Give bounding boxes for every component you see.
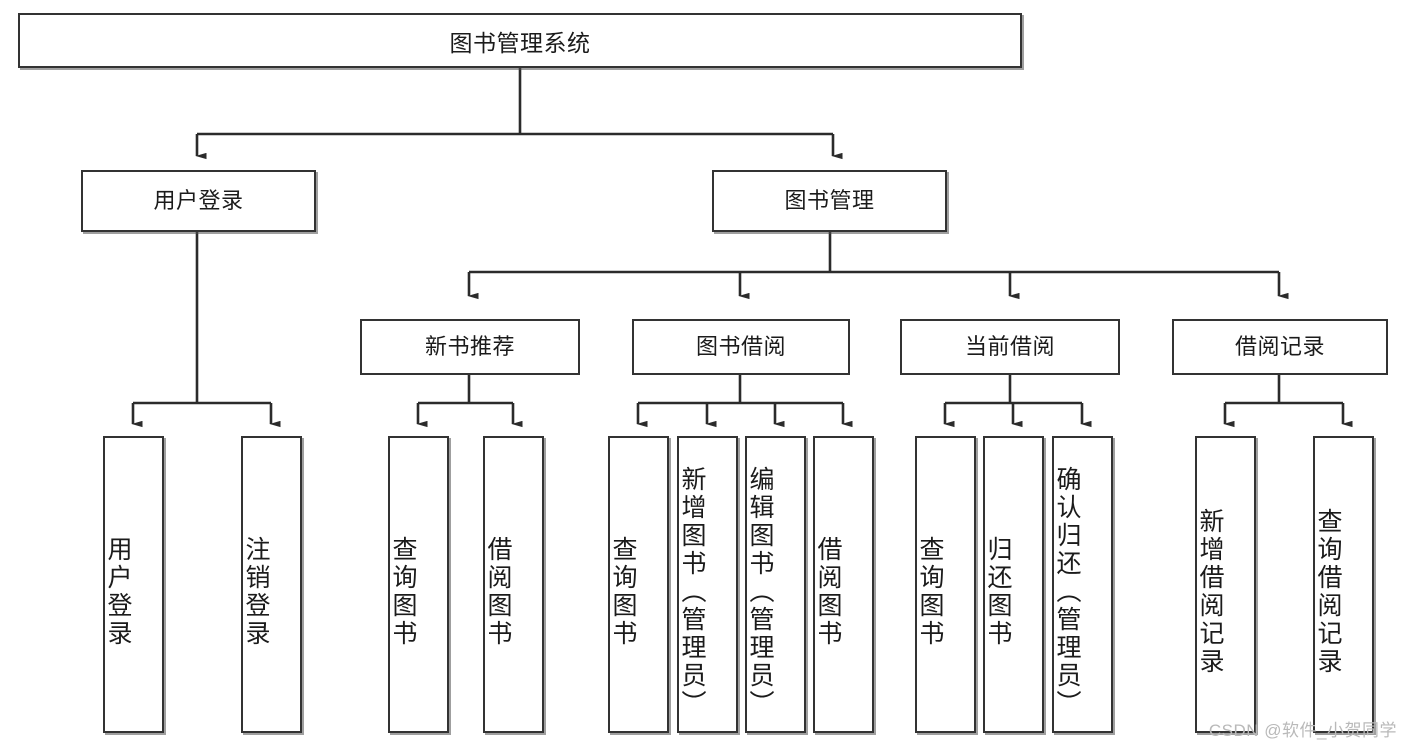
node-label: 用户登录 bbox=[153, 187, 244, 213]
node-borrow-record[interactable]: 借阅记录 bbox=[1172, 319, 1388, 375]
node-leaf-logout[interactable]: 注销登录 bbox=[241, 436, 302, 733]
node-book-management[interactable]: 图书管理 bbox=[712, 170, 947, 232]
node-label: 编辑图书（管理员） bbox=[746, 465, 774, 718]
node-new-book-recommend[interactable]: 新书推荐 bbox=[360, 319, 580, 375]
node-label: 用户登录 bbox=[104, 535, 132, 648]
node-label: 图书管理 bbox=[784, 187, 875, 213]
node-label: 归还图书 bbox=[984, 535, 1012, 648]
node-book-borrow[interactable]: 图书借阅 bbox=[632, 319, 850, 375]
node-leaf-add-book[interactable]: 新增图书（管理员） bbox=[677, 436, 738, 733]
node-leaf-borrow-book[interactable]: 借阅图书 bbox=[813, 436, 874, 733]
node-label: 新增借阅记录 bbox=[1196, 507, 1224, 676]
node-label: 新增图书（管理员） bbox=[678, 465, 706, 718]
node-leaf-add-borrow-record[interactable]: 新增借阅记录 bbox=[1195, 436, 1256, 733]
node-leaf-query-book-current[interactable]: 查询图书 bbox=[915, 436, 976, 733]
node-label: 图书管理系统 bbox=[449, 29, 591, 56]
node-label: 新书推荐 bbox=[424, 333, 515, 359]
node-leaf-query-borrow-record[interactable]: 查询借阅记录 bbox=[1313, 436, 1374, 733]
node-label: 查询图书 bbox=[916, 535, 944, 648]
node-label: 借阅记录 bbox=[1234, 333, 1325, 359]
node-leaf-query-book-borrow[interactable]: 查询图书 bbox=[608, 436, 669, 733]
node-leaf-confirm-return[interactable]: 确认归还（管理员） bbox=[1052, 436, 1113, 733]
watermark-text: CSDN @软件_小贺同学 bbox=[1208, 721, 1397, 740]
node-leaf-query-book-recommend[interactable]: 查询图书 bbox=[388, 436, 449, 733]
node-current-borrow[interactable]: 当前借阅 bbox=[900, 319, 1120, 375]
node-label: 图书借阅 bbox=[695, 333, 786, 359]
node-label: 确认归还（管理员） bbox=[1053, 465, 1081, 718]
node-root-book-management-system[interactable]: 图书管理系统 bbox=[18, 13, 1022, 68]
node-label: 借阅图书 bbox=[814, 535, 842, 648]
node-label: 查询图书 bbox=[389, 535, 417, 648]
node-label: 当前借阅 bbox=[964, 333, 1055, 359]
node-leaf-user-login[interactable]: 用户登录 bbox=[103, 436, 164, 733]
node-label: 借阅图书 bbox=[484, 535, 512, 648]
node-label: 查询借阅记录 bbox=[1314, 507, 1342, 676]
node-label: 注销登录 bbox=[242, 535, 270, 648]
node-leaf-edit-book[interactable]: 编辑图书（管理员） bbox=[745, 436, 806, 733]
node-leaf-borrow-book-recommend[interactable]: 借阅图书 bbox=[483, 436, 544, 733]
node-leaf-return-book[interactable]: 归还图书 bbox=[983, 436, 1044, 733]
node-user-login[interactable]: 用户登录 bbox=[81, 170, 316, 232]
node-label: 查询图书 bbox=[609, 535, 637, 648]
